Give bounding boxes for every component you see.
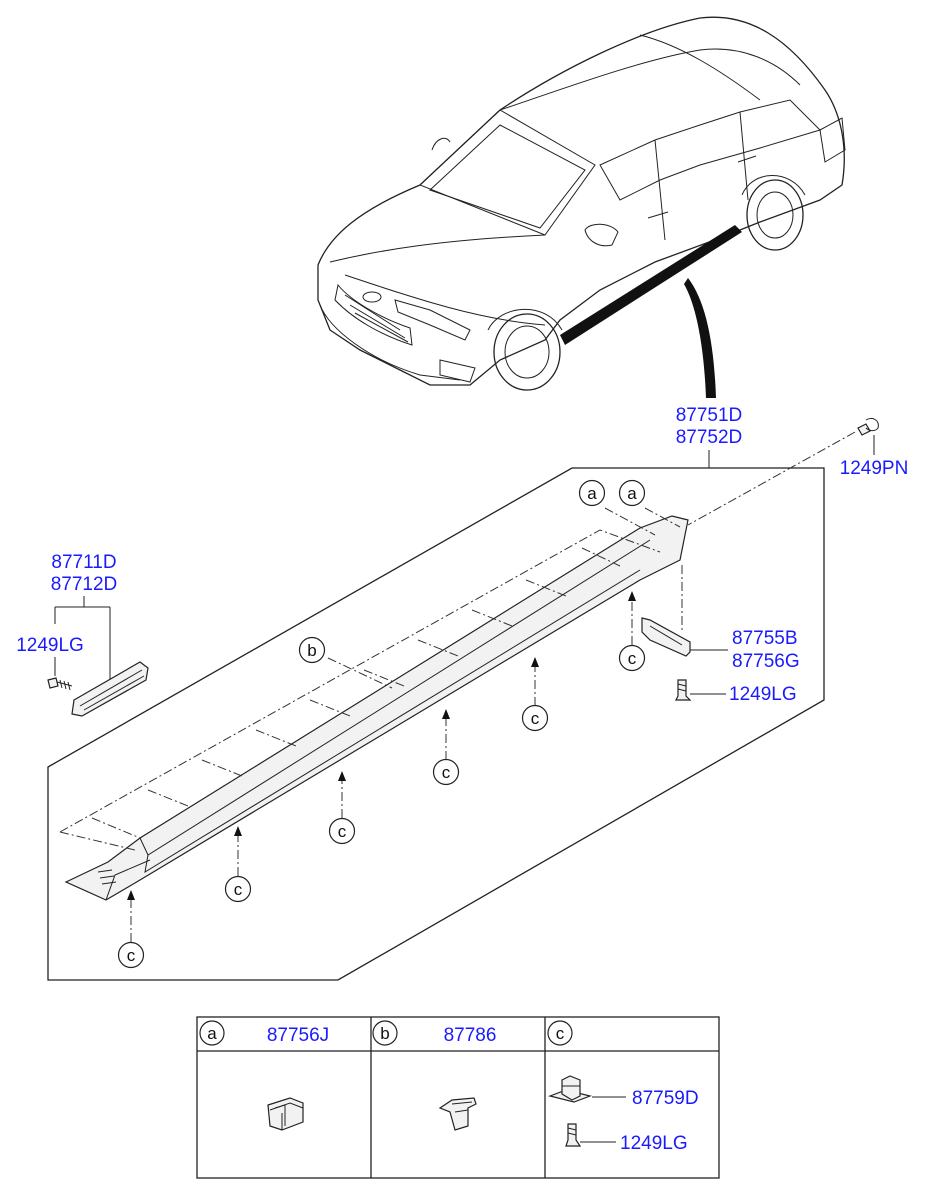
legend-a-part-number: 87756J xyxy=(267,1025,329,1046)
callout-c-4: c xyxy=(432,758,460,786)
part-number-87755B: 87755B xyxy=(732,628,798,649)
clip-arrows xyxy=(127,591,636,942)
clip-87786-icon xyxy=(438,1097,477,1131)
legend-c-part-number-87759D: 87759D xyxy=(632,1088,699,1109)
side-sill-label: 87751D 87752D xyxy=(572,405,824,469)
legend-b-marker: b xyxy=(372,1020,398,1046)
part-number-87711D: 87711D xyxy=(51,552,116,573)
part-number-1249LG-right: 1249LG xyxy=(729,684,797,705)
svg-text:c: c xyxy=(531,709,540,728)
side-sill-moulding xyxy=(64,515,689,901)
svg-text:a: a xyxy=(587,484,597,503)
part-number-87712D: 87712D xyxy=(51,574,118,595)
svg-text:b: b xyxy=(307,641,316,660)
svg-text:c: c xyxy=(442,763,451,782)
callout-c-3: c xyxy=(328,817,356,845)
svg-text:c: c xyxy=(628,649,637,668)
exploded-view-panel xyxy=(47,467,825,981)
svg-text:b: b xyxy=(380,1024,389,1043)
legend-b-part-number: 87786 xyxy=(444,1025,497,1046)
screw-1249LG-right: 1249LG xyxy=(675,679,797,705)
part-number-87751D: 87751D xyxy=(676,405,743,426)
screw-1249PN: 1249PN xyxy=(840,417,909,479)
screw-1249LG-legend-icon xyxy=(565,1123,582,1147)
callout-c-1: c xyxy=(117,941,145,969)
callout-markers: a a b c c c c c c xyxy=(117,479,646,969)
svg-text:c: c xyxy=(127,946,136,965)
clip-layout-lines xyxy=(59,431,856,851)
rear-end-piece: 87755B 87756G xyxy=(641,617,800,672)
legend-c-part-number-1249LG: 1249LG xyxy=(620,1133,688,1154)
callout-b: b xyxy=(298,636,326,664)
legend-a-marker: a xyxy=(199,1020,225,1046)
svg-text:c: c xyxy=(338,822,347,841)
part-number-1249LG-left: 1249LG xyxy=(16,635,84,656)
nut-87759D-icon xyxy=(547,1075,593,1103)
part-number-87752D: 87752D xyxy=(676,427,743,448)
svg-text:a: a xyxy=(627,484,637,503)
part-number-1249PN: 1249PN xyxy=(840,458,909,479)
callout-c-5: c xyxy=(521,704,549,732)
callout-c-2: c xyxy=(224,875,252,903)
clip-87756J-icon xyxy=(267,1097,304,1131)
legend-c-marker: c xyxy=(547,1020,573,1046)
callout-a-1: a xyxy=(578,479,606,507)
svg-text:c: c xyxy=(234,880,243,899)
callout-a-2: a xyxy=(618,479,646,507)
svg-text:a: a xyxy=(207,1024,217,1043)
legend-table: a 87756J b 87786 c 87759D 1249LG xyxy=(196,1016,720,1179)
callout-c-6: c xyxy=(618,644,646,672)
part-number-87756G: 87756G xyxy=(732,651,800,672)
garnish-assembly: 87711D 87712D 1249LG xyxy=(16,552,149,717)
svg-text:c: c xyxy=(556,1024,565,1043)
car-illustration xyxy=(317,16,846,398)
